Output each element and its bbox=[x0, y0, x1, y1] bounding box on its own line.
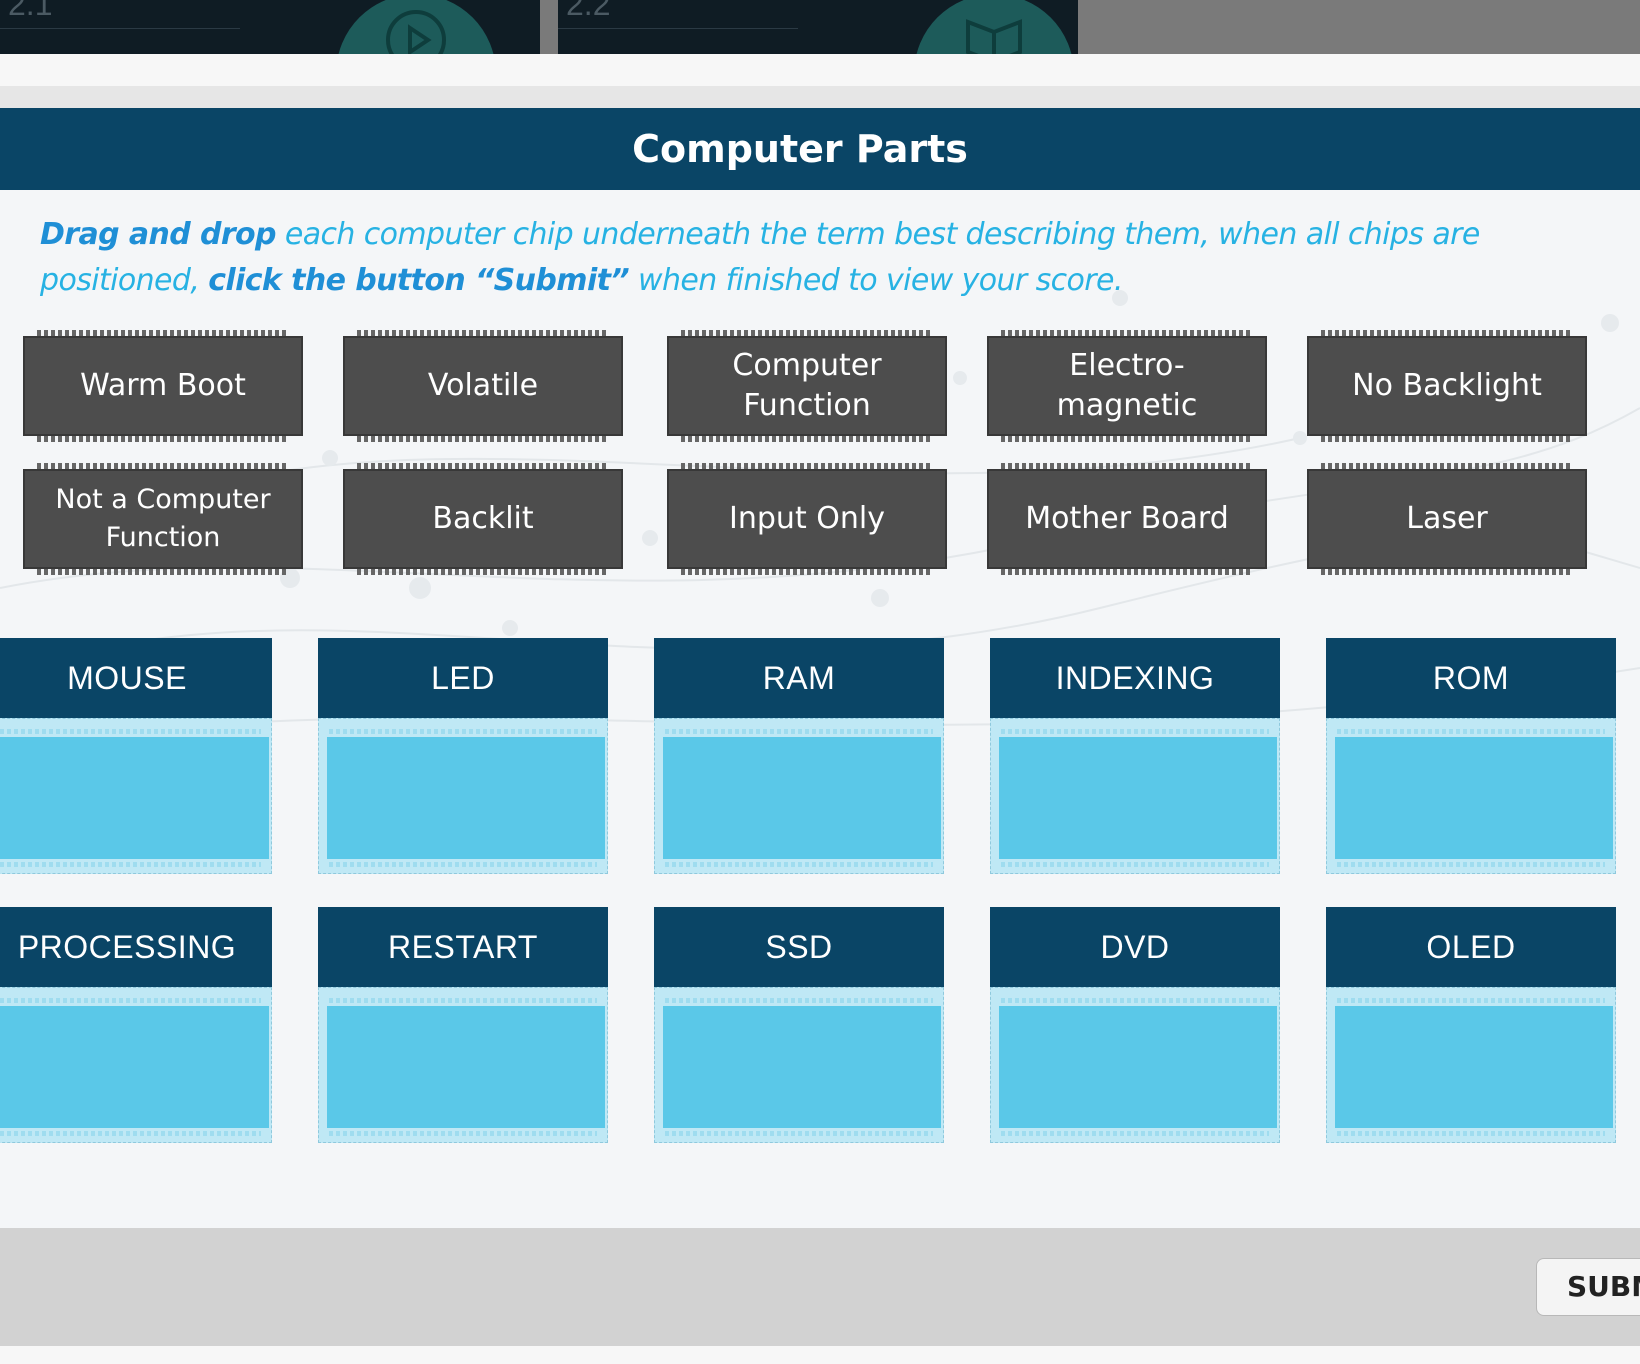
target-label: INDEXING bbox=[990, 638, 1280, 718]
lesson-card-2-2[interactable]: 2.2 bbox=[558, 0, 1078, 54]
drop-zone[interactable] bbox=[654, 718, 944, 874]
spacer bbox=[0, 1346, 1640, 1364]
drop-target-dvd[interactable]: DVD bbox=[990, 907, 1280, 1143]
drop-target-ssd[interactable]: SSD bbox=[654, 907, 944, 1143]
divider bbox=[0, 28, 240, 29]
chip-label: Not a Computer Function bbox=[55, 484, 271, 553]
spacer bbox=[0, 54, 1640, 86]
target-label: DVD bbox=[990, 907, 1280, 987]
instructions: Drag and drop each computer chip underne… bbox=[40, 212, 1600, 304]
instruction-emphasis: Drag and drop bbox=[40, 217, 277, 252]
chip-mother-board[interactable]: Mother Board bbox=[987, 463, 1267, 575]
target-label: RAM bbox=[654, 638, 944, 718]
book-icon bbox=[966, 19, 1022, 54]
drop-zone[interactable] bbox=[990, 987, 1280, 1143]
activity-title-bar: Computer Parts bbox=[0, 108, 1640, 190]
instruction-text: when finished to view your score. bbox=[629, 263, 1123, 298]
drop-target-indexing[interactable]: INDEXING bbox=[990, 638, 1280, 874]
chip-label: Mother Board bbox=[1025, 501, 1229, 536]
target-label: PROCESSING bbox=[0, 907, 272, 987]
drop-target-rom[interactable]: ROM bbox=[1326, 638, 1616, 874]
target-label: ROM bbox=[1326, 638, 1616, 718]
chip-warm-boot[interactable]: Warm Boot bbox=[23, 330, 303, 442]
chip-electro-magnetic[interactable]: Electro-magnetic bbox=[987, 330, 1267, 442]
chip-label: Volatile bbox=[427, 368, 539, 403]
drop-target-mouse[interactable]: MOUSE bbox=[0, 638, 272, 874]
drop-zone[interactable] bbox=[1326, 718, 1616, 874]
chip-backlit[interactable]: Backlit bbox=[343, 463, 623, 575]
lesson-number: 2.2 bbox=[566, 0, 611, 22]
target-label: OLED bbox=[1326, 907, 1616, 987]
lesson-strip: 2.1 2.2 bbox=[0, 0, 1640, 54]
drop-zone[interactable] bbox=[1326, 987, 1616, 1143]
chip-label: Computer Function bbox=[732, 348, 882, 423]
chip-label: Laser bbox=[1406, 501, 1488, 536]
chip-not-a-computer-function[interactable]: Not a Computer Function bbox=[23, 463, 303, 575]
drop-zone[interactable] bbox=[0, 987, 272, 1143]
chip-volatile[interactable]: Volatile bbox=[343, 330, 623, 442]
drop-zone[interactable] bbox=[0, 718, 272, 874]
chip-input-only[interactable]: Input Only bbox=[667, 463, 947, 575]
divider bbox=[558, 28, 798, 29]
target-label: LED bbox=[318, 638, 608, 718]
drop-target-oled[interactable]: OLED bbox=[1326, 907, 1616, 1143]
activity-title: Computer Parts bbox=[632, 127, 968, 171]
chip-label: Electro-magnetic bbox=[1056, 348, 1198, 423]
drop-zone[interactable] bbox=[990, 718, 1280, 874]
chip-computer-function[interactable]: Computer Function bbox=[667, 330, 947, 442]
play-icon bbox=[386, 10, 446, 54]
chip-laser[interactable]: Laser bbox=[1307, 463, 1587, 575]
lesson-number: 2.1 bbox=[8, 0, 53, 22]
spacer bbox=[0, 86, 1640, 108]
chip-label: No Backlight bbox=[1352, 368, 1542, 403]
activity-footer bbox=[0, 1228, 1640, 1346]
drop-target-led[interactable]: LED bbox=[318, 638, 608, 874]
instruction-text: each computer chip underneath the term b… bbox=[40, 217, 1480, 298]
drop-target-processing[interactable]: PROCESSING bbox=[0, 907, 272, 1143]
drop-target-restart[interactable]: RESTART bbox=[318, 907, 608, 1143]
lesson-card-2-1[interactable]: 2.1 bbox=[0, 0, 540, 54]
drop-zone[interactable] bbox=[318, 718, 608, 874]
chip-label: Input Only bbox=[729, 501, 885, 536]
drop-zone[interactable] bbox=[654, 987, 944, 1143]
target-label: MOUSE bbox=[0, 638, 272, 718]
play-button[interactable] bbox=[336, 0, 496, 54]
drop-target-ram[interactable]: RAM bbox=[654, 638, 944, 874]
reading-button[interactable] bbox=[914, 0, 1074, 54]
drop-zone[interactable] bbox=[318, 987, 608, 1143]
submit-button[interactable]: SUBM bbox=[1536, 1258, 1640, 1316]
instruction-emphasis: click the button “Submit” bbox=[208, 263, 630, 298]
target-label: SSD bbox=[654, 907, 944, 987]
chip-label: Warm Boot bbox=[80, 368, 246, 403]
chip-label: Backlit bbox=[432, 501, 534, 536]
activity-panel: Computer Parts Drag and drop each comput… bbox=[0, 108, 1640, 1228]
target-label: RESTART bbox=[318, 907, 608, 987]
chip-no-backlight[interactable]: No Backlight bbox=[1307, 330, 1587, 442]
